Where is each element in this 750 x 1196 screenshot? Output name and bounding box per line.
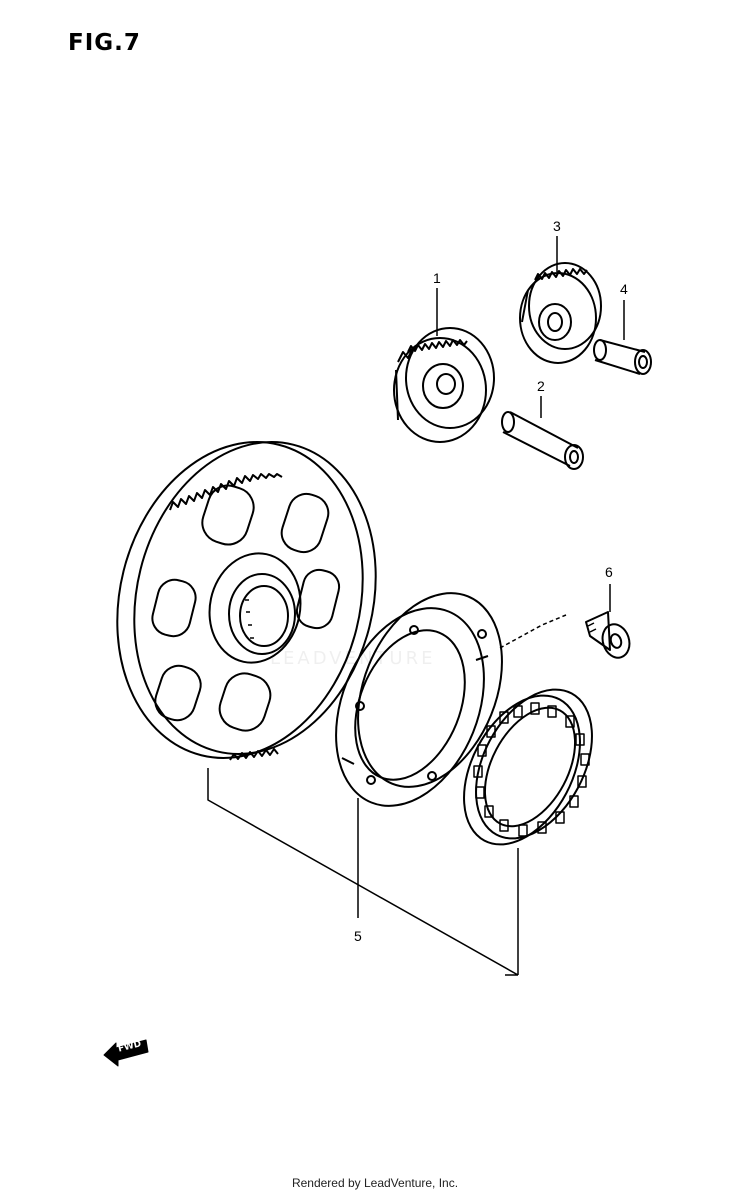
footer-credit: Rendered by LeadVenture, Inc. bbox=[291, 1176, 459, 1190]
figure-title: FIG.7 bbox=[68, 30, 141, 56]
shaft-long bbox=[501, 411, 584, 470]
shaft-short bbox=[593, 339, 652, 375]
callout-5: 5 bbox=[354, 928, 362, 944]
leader-lines bbox=[207, 236, 625, 976]
one-way-clutch bbox=[463, 688, 593, 846]
watermark: LEADVENTURE bbox=[270, 648, 436, 669]
callout-1: 1 bbox=[433, 270, 441, 286]
bolt bbox=[585, 611, 631, 659]
callout-3: 3 bbox=[553, 218, 561, 234]
idle-gear-large bbox=[393, 327, 495, 443]
callout-4: 4 bbox=[620, 281, 628, 297]
callout-6: 6 bbox=[605, 564, 613, 580]
clutch-housing bbox=[335, 592, 503, 807]
starter-driven-gear bbox=[116, 441, 377, 761]
idle-gear-small bbox=[519, 262, 602, 364]
callout-2: 2 bbox=[537, 378, 545, 394]
fwd-arrow bbox=[103, 1039, 149, 1067]
